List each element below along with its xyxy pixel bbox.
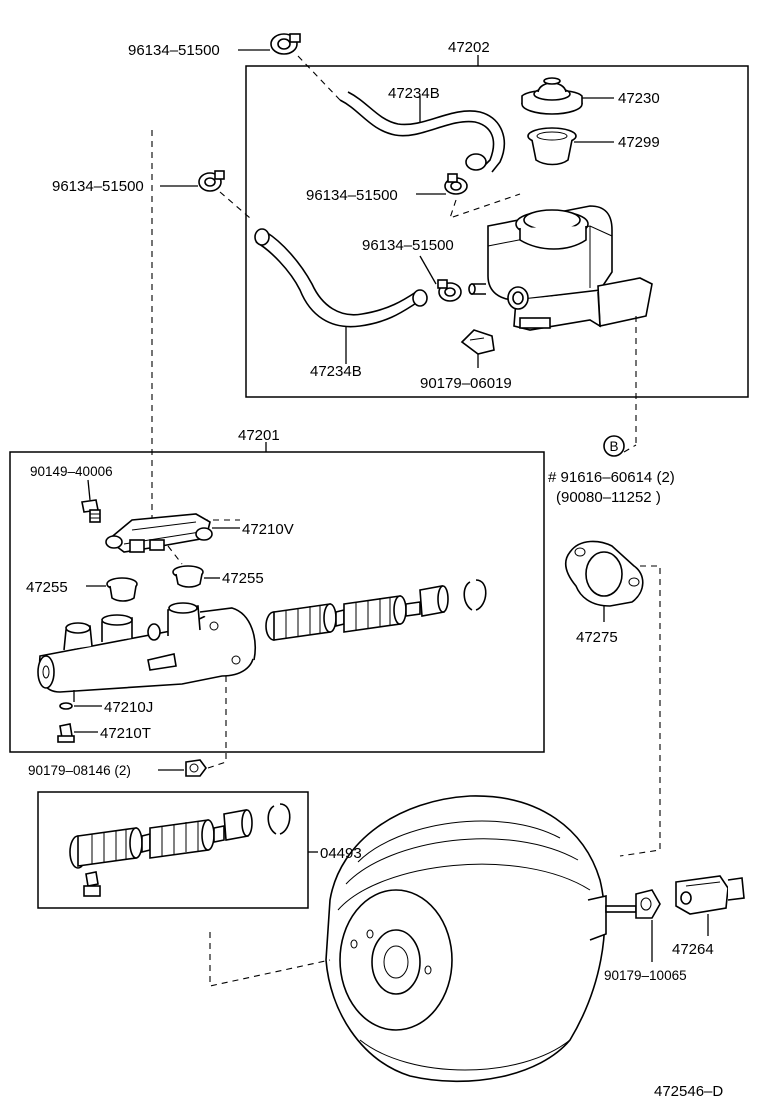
reservoir-grommet [460, 329, 495, 368]
label-bolt-note-1: # 91616–60614 (2) [548, 469, 675, 486]
booster-nut [635, 889, 661, 962]
booster-gasket [564, 540, 661, 857]
reservoir-bolt [81, 479, 101, 523]
label-master-assembly: 47201 [238, 427, 280, 444]
label-o-ring: 47210J [104, 699, 153, 716]
label-clamp-mid: 96134–51500 [306, 187, 398, 204]
label-gasket: 47275 [576, 629, 618, 646]
label-plug-left: 47255 [26, 579, 68, 596]
label-clevis: 47264 [672, 941, 714, 958]
label-plug-right: 47255 [222, 570, 264, 587]
master-cylinder-body [37, 602, 256, 702]
label-booster-nut: 90179–10065 [604, 968, 687, 983]
label-clamp-left: 96134–51500 [52, 178, 144, 195]
repair-kit-frame [37, 791, 318, 909]
label-grommet: 90179–06019 [420, 375, 512, 392]
label-repair-kit: 04493 [320, 845, 362, 862]
reservoir-tank [468, 205, 653, 445]
label-bolt-note-2: (90080–11252 ) [556, 489, 661, 506]
circle-b-label: B [609, 439, 618, 454]
label-strainer: 47299 [618, 134, 660, 151]
hose-clamp-top [238, 33, 341, 101]
label-hose-upper: 47234B [388, 85, 440, 102]
reservoir-assembly-frame [245, 55, 749, 398]
master-cylinder-assembly-frame [9, 442, 545, 753]
reservoir-strainer [527, 127, 614, 166]
reservoir-bracket [105, 513, 240, 565]
label-hose-lower: 47234B [310, 363, 362, 380]
hose-clamp-mid [416, 173, 521, 219]
label-stop-bolt: 47210T [100, 725, 151, 742]
reservoir-grommet-right [172, 565, 220, 588]
guide-line-left [151, 130, 240, 521]
label-diagram-number: 472546–D [654, 1083, 723, 1100]
push-rod-clevis [675, 875, 745, 936]
reservoir-hose-lower [254, 228, 428, 364]
kit-pistons [69, 803, 291, 897]
label-clamp-lower: 96134–51500 [362, 237, 454, 254]
reference-b-callout: B [603, 435, 637, 457]
master-cylinder-pistons [265, 579, 487, 641]
label-bracket: 47210V [242, 521, 294, 538]
label-reservoir-assembly: 47202 [448, 39, 490, 56]
label-cap: 47230 [618, 90, 660, 107]
brake-booster [209, 795, 637, 1083]
reservoir-cap [521, 77, 614, 115]
reservoir-hose-upper [339, 91, 505, 173]
hose-clamp-lower [419, 255, 462, 302]
label-cylinder-nut: 90179–08146 (2) [28, 763, 131, 778]
label-clamp-top: 96134–51500 [128, 42, 220, 59]
hose-clamp-left [160, 170, 251, 219]
o-ring [59, 702, 102, 710]
reservoir-grommet-left [86, 577, 138, 602]
label-bolt: 90149–40006 [30, 464, 113, 479]
cylinder-mount-nut [158, 676, 227, 777]
piston-stop-bolt [57, 723, 98, 743]
